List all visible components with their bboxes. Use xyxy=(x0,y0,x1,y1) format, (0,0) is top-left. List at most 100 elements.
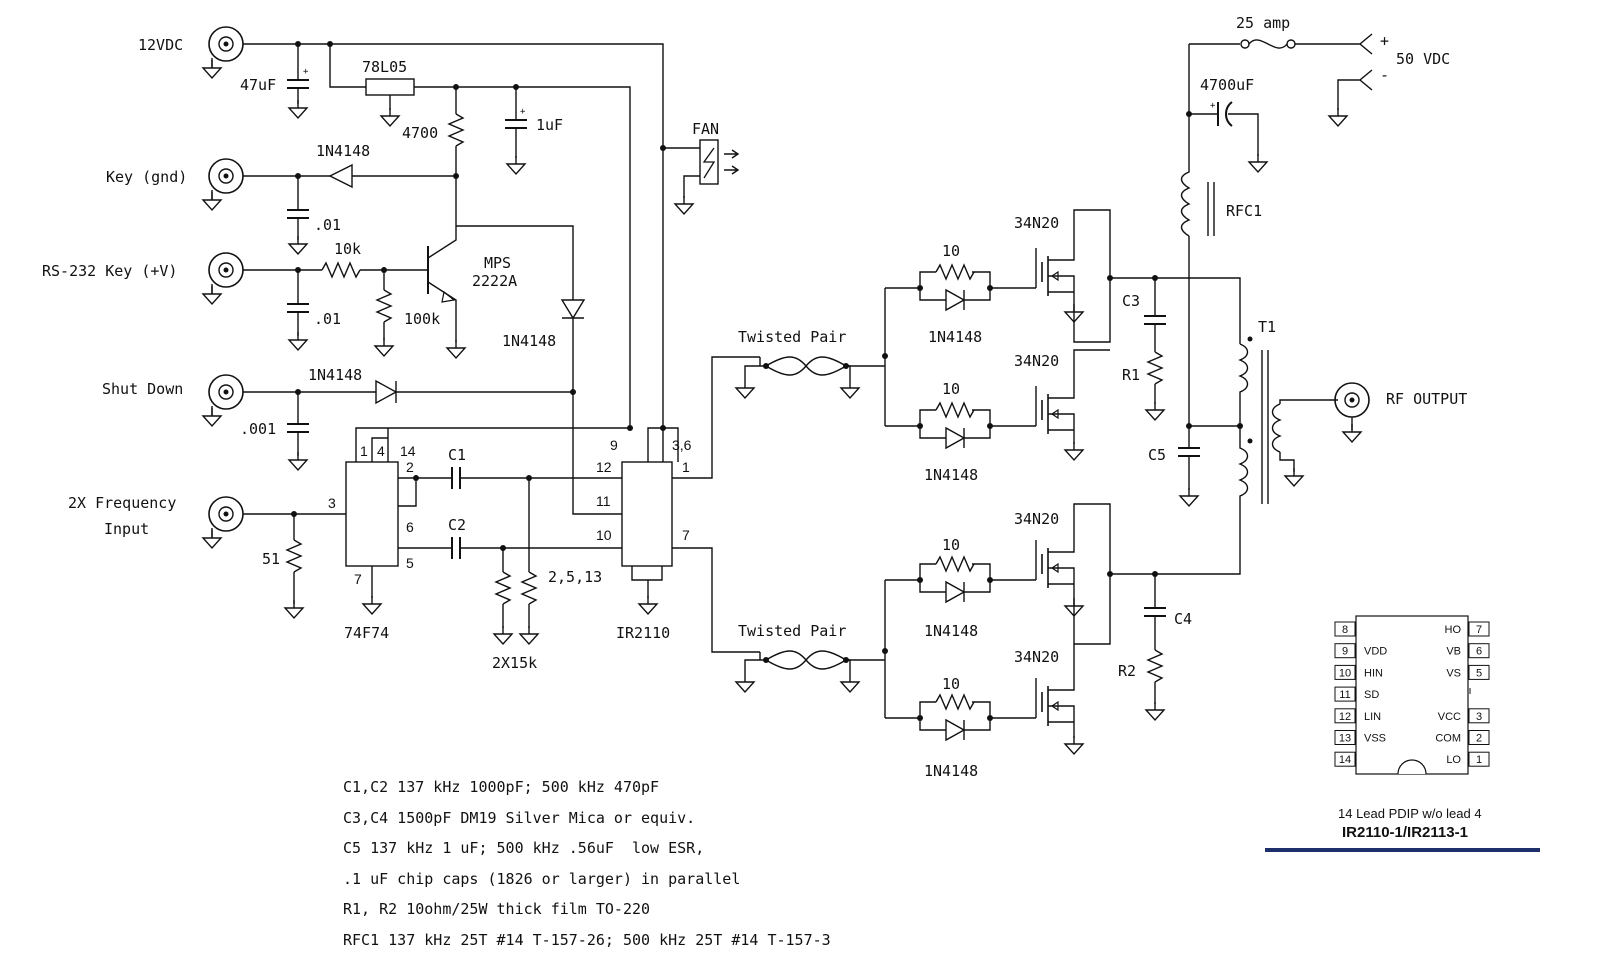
gate-d-2-label: 1N4148 xyxy=(924,466,978,484)
pinout-left-label: SD xyxy=(1364,689,1379,701)
supply-label: 50 VDC xyxy=(1396,50,1450,68)
q1-label-line2: 2222A xyxy=(472,272,517,290)
r-51-label: 51 xyxy=(262,550,280,568)
gate-r-1-label: 10 xyxy=(942,242,960,260)
drv-pin-7: 7 xyxy=(682,527,690,543)
rfc1-label: RFC1 xyxy=(1226,202,1262,220)
pinout-right-label: COM xyxy=(1435,733,1461,745)
c-01b-label: .01 xyxy=(314,310,341,328)
fan-symbol xyxy=(699,139,719,185)
pinout-right-label: VB xyxy=(1446,646,1461,658)
c-1uf-label: 1uF xyxy=(536,116,563,134)
c-47uf-label: 47uF xyxy=(240,76,276,94)
supply-plus: + xyxy=(1380,32,1389,50)
pinout-right-num: 6 xyxy=(1476,646,1482,658)
svg-text:+: + xyxy=(520,107,526,117)
pinout-accent-bar xyxy=(1265,848,1540,852)
ff-pin-2: 2 xyxy=(406,459,414,475)
pinout-right-num: 3 xyxy=(1476,711,1482,723)
c2-label: C2 xyxy=(448,516,466,534)
ff-pin-14: 14 xyxy=(400,443,416,459)
note-3: C5 137 kHz 1 uF; 500 kHz .56uF low ESR, xyxy=(343,839,705,857)
pinout-left-num: 9 xyxy=(1342,646,1348,658)
drv-pin-9: 9 xyxy=(610,437,618,453)
svg-text:+: + xyxy=(1210,101,1216,111)
freq-input-label-1: 2X Frequency xyxy=(68,494,176,512)
note-6: RFC1 137 kHz 25T #14 T-157-26; 500 kHz 2… xyxy=(343,930,831,949)
pinout-left-label: VSS xyxy=(1364,733,1386,745)
gate-d-4-label: 1N4148 xyxy=(924,762,978,780)
pinout-left-label: HIN xyxy=(1364,667,1383,679)
pinout-right-num: 7 xyxy=(1476,624,1482,636)
note-4: .1 uF chip caps (1826 or larger) in para… xyxy=(343,869,741,888)
mosfet-2-label: 34N20 xyxy=(1014,352,1059,370)
gate-r-3-label: 10 xyxy=(942,536,960,554)
twisted-pair-1-label: Twisted Pair xyxy=(738,328,846,346)
note-2: C3,C4 1500pF DM19 Silver Mica or equiv. xyxy=(343,808,696,827)
note-1: C1,C2 137 kHz 1000pF; 500 kHz 470pF xyxy=(343,778,660,796)
mosfet-4-label: 34N20 xyxy=(1014,648,1059,666)
freq-input-label-2: Input xyxy=(104,520,149,538)
ff-label: 74F74 xyxy=(344,624,389,642)
twisted-pair-2-label: Twisted Pair xyxy=(738,622,846,640)
t1-label: T1 xyxy=(1258,318,1276,336)
pinout-caption-2: IR2110-1/IR2113-1 xyxy=(1342,824,1468,841)
key-gnd-label: Key (gnd) xyxy=(106,168,187,186)
r-4700-label: 4700 xyxy=(402,124,438,142)
rf-output-label: RF OUTPUT xyxy=(1386,390,1467,408)
mosfet-3-label: 34N20 xyxy=(1014,510,1059,528)
pinout-left-num: 13 xyxy=(1339,733,1351,745)
note-5: R1, R2 10ohm/25W thick film TO-220 xyxy=(343,900,651,918)
ic-ir2110 xyxy=(621,461,673,567)
gate-r-2-label: 10 xyxy=(942,380,960,398)
pinout-right-num: 5 xyxy=(1476,667,1482,679)
q1-label-line1: MPS xyxy=(484,254,511,272)
drv-pin-10: 10 xyxy=(596,527,612,543)
r-2x15k-label: 2X15k xyxy=(492,654,537,672)
svg-text:+: + xyxy=(303,67,309,77)
pinout-right-num: 2 xyxy=(1476,733,1482,745)
pinout-right-label: HO xyxy=(1445,624,1462,636)
ff-pin-5: 5 xyxy=(406,555,414,571)
ff-pin-1: 1 xyxy=(360,443,368,459)
fan-label: FAN xyxy=(692,120,719,138)
c1-label: C1 xyxy=(448,446,466,464)
drv-pin-12: 12 xyxy=(596,459,612,475)
d3-label: 1N4148 xyxy=(308,366,362,384)
drv-pin-36: 3,6 xyxy=(672,437,692,453)
pins-2513-label: 2,5,13 xyxy=(548,568,602,586)
r1-label: R1 xyxy=(1122,366,1140,384)
c4-label: C4 xyxy=(1174,610,1192,628)
pinout-right-label: VCC xyxy=(1438,711,1461,723)
gate-d-1-label: 1N4148 xyxy=(928,328,982,346)
pinout-left-label: VDD xyxy=(1364,646,1387,658)
drv-pin-1: 1 xyxy=(682,459,690,475)
ic-74f74 xyxy=(345,461,399,567)
ff-pin-4: 4 xyxy=(377,443,385,459)
c-4700uf-label: 4700uF xyxy=(1200,76,1254,94)
pinout-caption-1: 14 Lead PDIP w/o lead 4 xyxy=(1338,806,1482,821)
d1-label: 1N4148 xyxy=(316,142,370,160)
pinout-right-num: 1 xyxy=(1476,754,1482,766)
rs232-label: RS-232 Key (+V) xyxy=(42,262,177,280)
vin-label: 12VDC xyxy=(138,36,183,54)
pinout-right-label: LO xyxy=(1446,754,1461,766)
gate-d-3-label: 1N4148 xyxy=(924,622,978,640)
ff-pin-6: 6 xyxy=(406,519,414,535)
pinout-left-num: 11 xyxy=(1339,689,1350,701)
pinout-right-label: VS xyxy=(1446,667,1461,679)
drv-pin-11: 11 xyxy=(596,493,611,509)
r-10k-label: 10k xyxy=(334,240,361,258)
gate-r-4-label: 10 xyxy=(942,675,960,693)
pinout-left-num: 12 xyxy=(1339,711,1351,723)
notes: C1,C2 137 kHz 1000pF; 500 kHz 470pF C3,C… xyxy=(343,772,831,955)
pinout-left-num: 10 xyxy=(1339,667,1351,679)
d2-label: 1N4148 xyxy=(502,332,556,350)
c5-label: C5 xyxy=(1148,446,1166,464)
c-001-label: .001 xyxy=(240,420,276,438)
c-01a-label: .01 xyxy=(314,216,341,234)
ff-pin-3: 3 xyxy=(328,495,336,511)
mosfet-1-label: 34N20 xyxy=(1014,214,1059,232)
